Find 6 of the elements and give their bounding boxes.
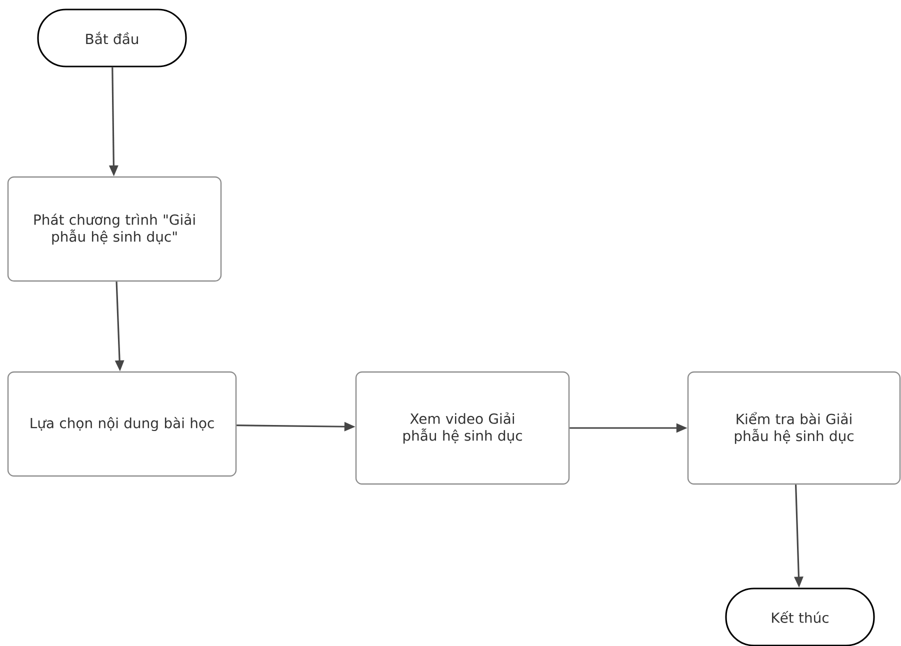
process-box: Kiểm tra bài Giải phẫu hệ sinh dục: [687, 371, 901, 485]
terminal-box: Kết thúc: [725, 588, 875, 646]
terminal-box: Bắt đầu: [37, 8, 187, 68]
process-box: Phát chương trình "Giải phẫu hệ sinh dục": [7, 176, 222, 282]
process-box: Xem video Giải phẫu hệ sinh dục: [355, 371, 570, 485]
process-box: Lựa chọn nội dung bài học: [7, 371, 237, 477]
